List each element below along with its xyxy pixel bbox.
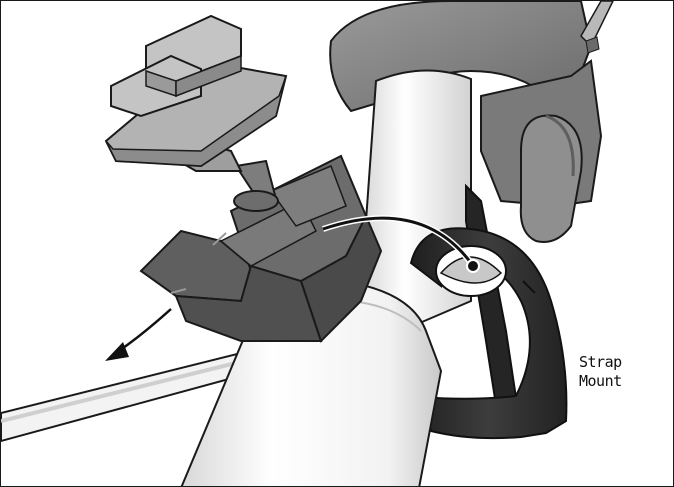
callout-line-2: Mount xyxy=(579,372,659,391)
callout-line-1: Strap xyxy=(579,353,659,372)
mount-knob xyxy=(106,16,286,211)
pointer-arrow-icon xyxy=(105,309,171,361)
strap-mount-label: Strap Mount xyxy=(579,353,659,391)
